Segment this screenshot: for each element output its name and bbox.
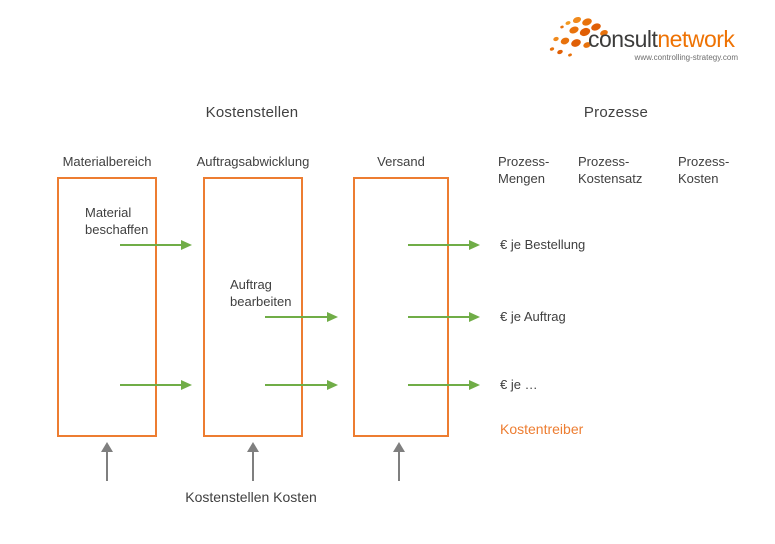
cost-driver-je-auftrag: € je Auftrag	[500, 309, 566, 324]
logo-dots-icon	[549, 16, 608, 57]
logo-website-url: www.controlling-strategy.com	[634, 53, 738, 62]
gray-up-arrow-box3	[393, 442, 405, 481]
kostenstellen-kosten-label: Kostenstellen Kosten	[185, 489, 317, 505]
cost-driver-je-ellipsis: € je …	[500, 377, 538, 392]
consultnetwork-logo: consultnetwork www.controlling-strategy.…	[546, 12, 746, 66]
process-column-prozess-kosten: Prozess- Kosten	[678, 154, 730, 186]
cost-center-label-auftragsabwicklung: Auftragsabwicklung	[196, 154, 310, 169]
green-arrow-row1-box3	[408, 240, 480, 250]
cost-center-box-versand	[353, 177, 449, 437]
kostenstellen-section-title: Kostenstellen	[205, 104, 299, 121]
cost-center-box-materialbereich	[57, 177, 157, 437]
gray-up-arrow-box1	[101, 442, 113, 481]
gray-up-arrow-box2	[247, 442, 259, 481]
green-arrow-row3-box3	[408, 380, 480, 390]
cost-center-label-versand: Versand	[377, 154, 425, 169]
cost-driver-je-bestellung: € je Bestellung	[500, 237, 586, 252]
process-column-prozess-kostensatz: Prozess- Kostensatz	[578, 154, 643, 186]
logo-wordmark: consultnetwork	[588, 26, 735, 52]
prozesse-section-title: Prozesse	[583, 104, 649, 121]
process-text-material-beschaffen: Material beschaffen	[85, 205, 149, 237]
process-column-prozess-mengen: Prozess- Mengen	[498, 154, 550, 186]
green-arrow-row2-box3	[408, 312, 480, 322]
cost-center-label-materialbereich: Materialbereich	[62, 154, 152, 169]
green-arrow-row3-box2	[265, 380, 338, 390]
logo-text-consult: consult	[588, 26, 658, 52]
logo-text-network: network	[657, 26, 735, 52]
green-arrow-row3-box1	[120, 380, 192, 390]
cost-center-box-auftragsabwicklung	[203, 177, 303, 437]
kostentreiber-label: Kostentreiber	[500, 421, 584, 437]
green-arrow-row2-box2	[265, 312, 338, 322]
process-text-auftrag-bearbeiten: Auftrag bearbeiten	[230, 277, 292, 309]
green-arrow-row1-box1	[120, 240, 192, 250]
